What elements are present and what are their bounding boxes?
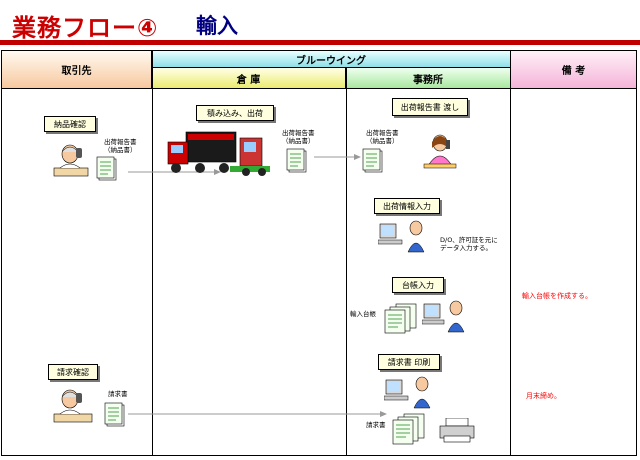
doc-label-shipping-report: 出荷報告書 （納品書） [104, 138, 137, 154]
step-invoice-print: 請求書 印刷 [378, 354, 440, 370]
title-underline [0, 40, 640, 45]
doc-label-shipping-report: 出荷報告書 （納品書） [366, 129, 399, 145]
document-icon [362, 148, 383, 173]
document-stack-icon [384, 303, 417, 334]
column-header-blue-wing: ブルーウイング [152, 51, 510, 68]
header-divider [2, 88, 636, 89]
doc-label-input-note: D/O、許可証を元に データ入力する。 [440, 236, 498, 252]
note-ledger: 輸入台帳を作成する。 [522, 292, 592, 300]
person-phone-icon [53, 389, 93, 423]
column-divider-3 [510, 51, 511, 455]
step-invoice-check: 請求確認 [48, 364, 98, 380]
doc-label-shipping-report: 出荷報告書 （納品書） [282, 129, 315, 145]
step-shipping-report-issue: 出荷報告書 渡し [392, 98, 468, 116]
step-delivery-check: 納品確認 [44, 116, 96, 132]
person-phone-icon [53, 144, 89, 177]
doc-label-invoice: 請求書 [366, 421, 386, 429]
column-header-partner: 取引先 [2, 51, 152, 88]
computer-user-icon [422, 300, 465, 333]
doc-label-invoice: 請求書 [108, 390, 128, 398]
printer-icon [439, 418, 475, 443]
column-header-warehouse: 倉 庫 [152, 68, 346, 88]
computer-user-icon [378, 220, 425, 253]
computer-user-icon [384, 376, 431, 409]
flow-table-frame [1, 50, 637, 456]
column-header-office: 事務所 [346, 68, 510, 88]
column-divider-2 [346, 68, 347, 455]
column-divider-1 [152, 51, 153, 455]
doc-label-import-ledger: 輸入台帳 [350, 310, 376, 318]
page-title: 業務フロー④ [12, 14, 159, 42]
woman-phone-icon [423, 134, 457, 169]
step-loading-shipping: 積み込み、出荷 [196, 105, 274, 121]
truck-icon [167, 131, 270, 176]
document-icon [96, 156, 117, 181]
step-ledger-input: 台帳入力 [392, 277, 444, 293]
column-header-notes: 備 考 [510, 51, 636, 88]
document-stack-icon [392, 413, 425, 445]
page-subtitle: 輸入 [196, 14, 238, 38]
document-icon [286, 148, 307, 173]
step-shipping-info-input: 出荷情報入力 [374, 198, 440, 214]
document-icon [104, 402, 125, 427]
note-month-end: 月末締め。 [526, 392, 561, 400]
